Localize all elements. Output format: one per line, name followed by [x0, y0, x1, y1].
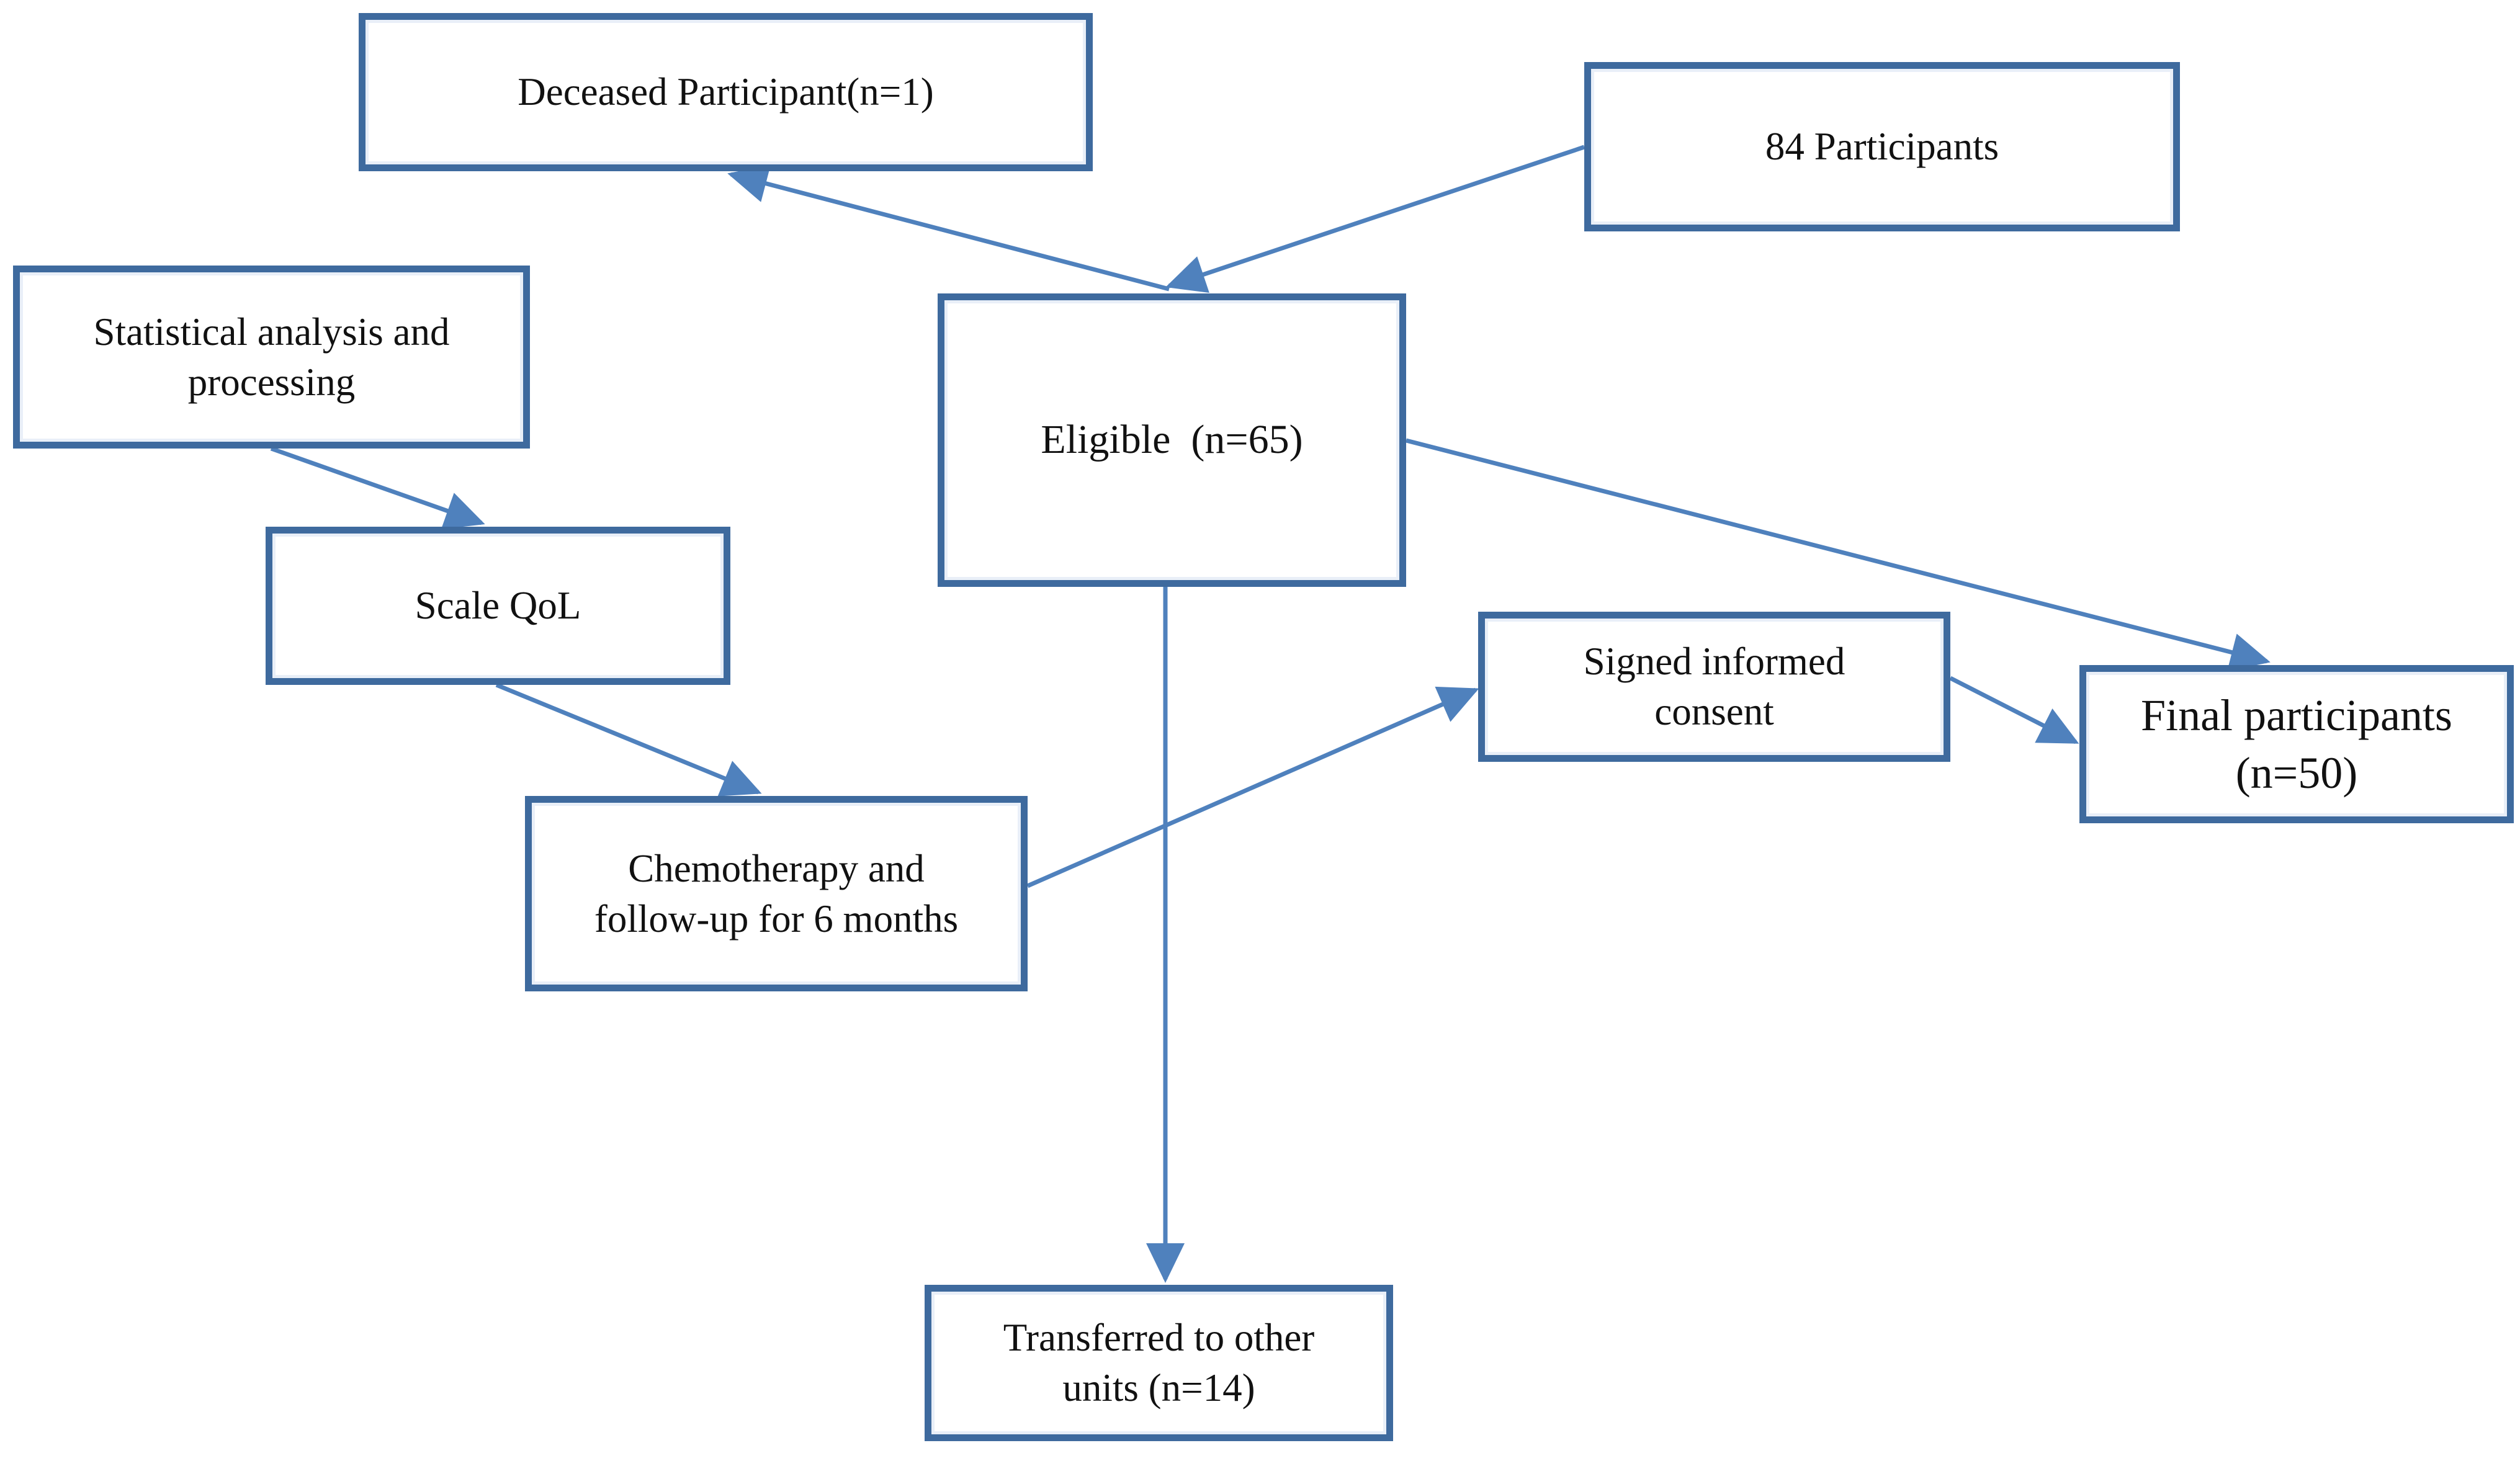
node-final: Final participants (n=50)	[2079, 665, 2514, 823]
node-transferred: Transferred to other units (n=14)	[925, 1285, 1393, 1441]
edge-p84-eligible-arrow	[1165, 145, 1585, 293]
node-chemo: Chemotherapy and follow-up for 6 months	[525, 796, 1028, 991]
edge-scaleqol-chemo-arrow	[495, 682, 762, 797]
node-scaleqol: Scale QoL	[266, 527, 730, 685]
edge-signed-final-arrow	[1949, 676, 2079, 744]
edge-chemo-signed-arrow	[1026, 686, 1479, 888]
node-eligible: Eligible (n=65)	[938, 293, 1406, 587]
edge-eligible-final-arrow	[1406, 438, 2271, 671]
node-statistical: Statistical analysis and processing	[13, 266, 530, 449]
edge-eligible-deceased-arrow	[727, 164, 1170, 292]
node-deceased: Deceased Participant(n=1)	[359, 13, 1093, 171]
node-p84: 84 Participants	[1584, 62, 2180, 231]
edge-statistical-scaleqol-arrow	[270, 446, 485, 529]
node-signed: Signed informed consent	[1478, 612, 1950, 762]
